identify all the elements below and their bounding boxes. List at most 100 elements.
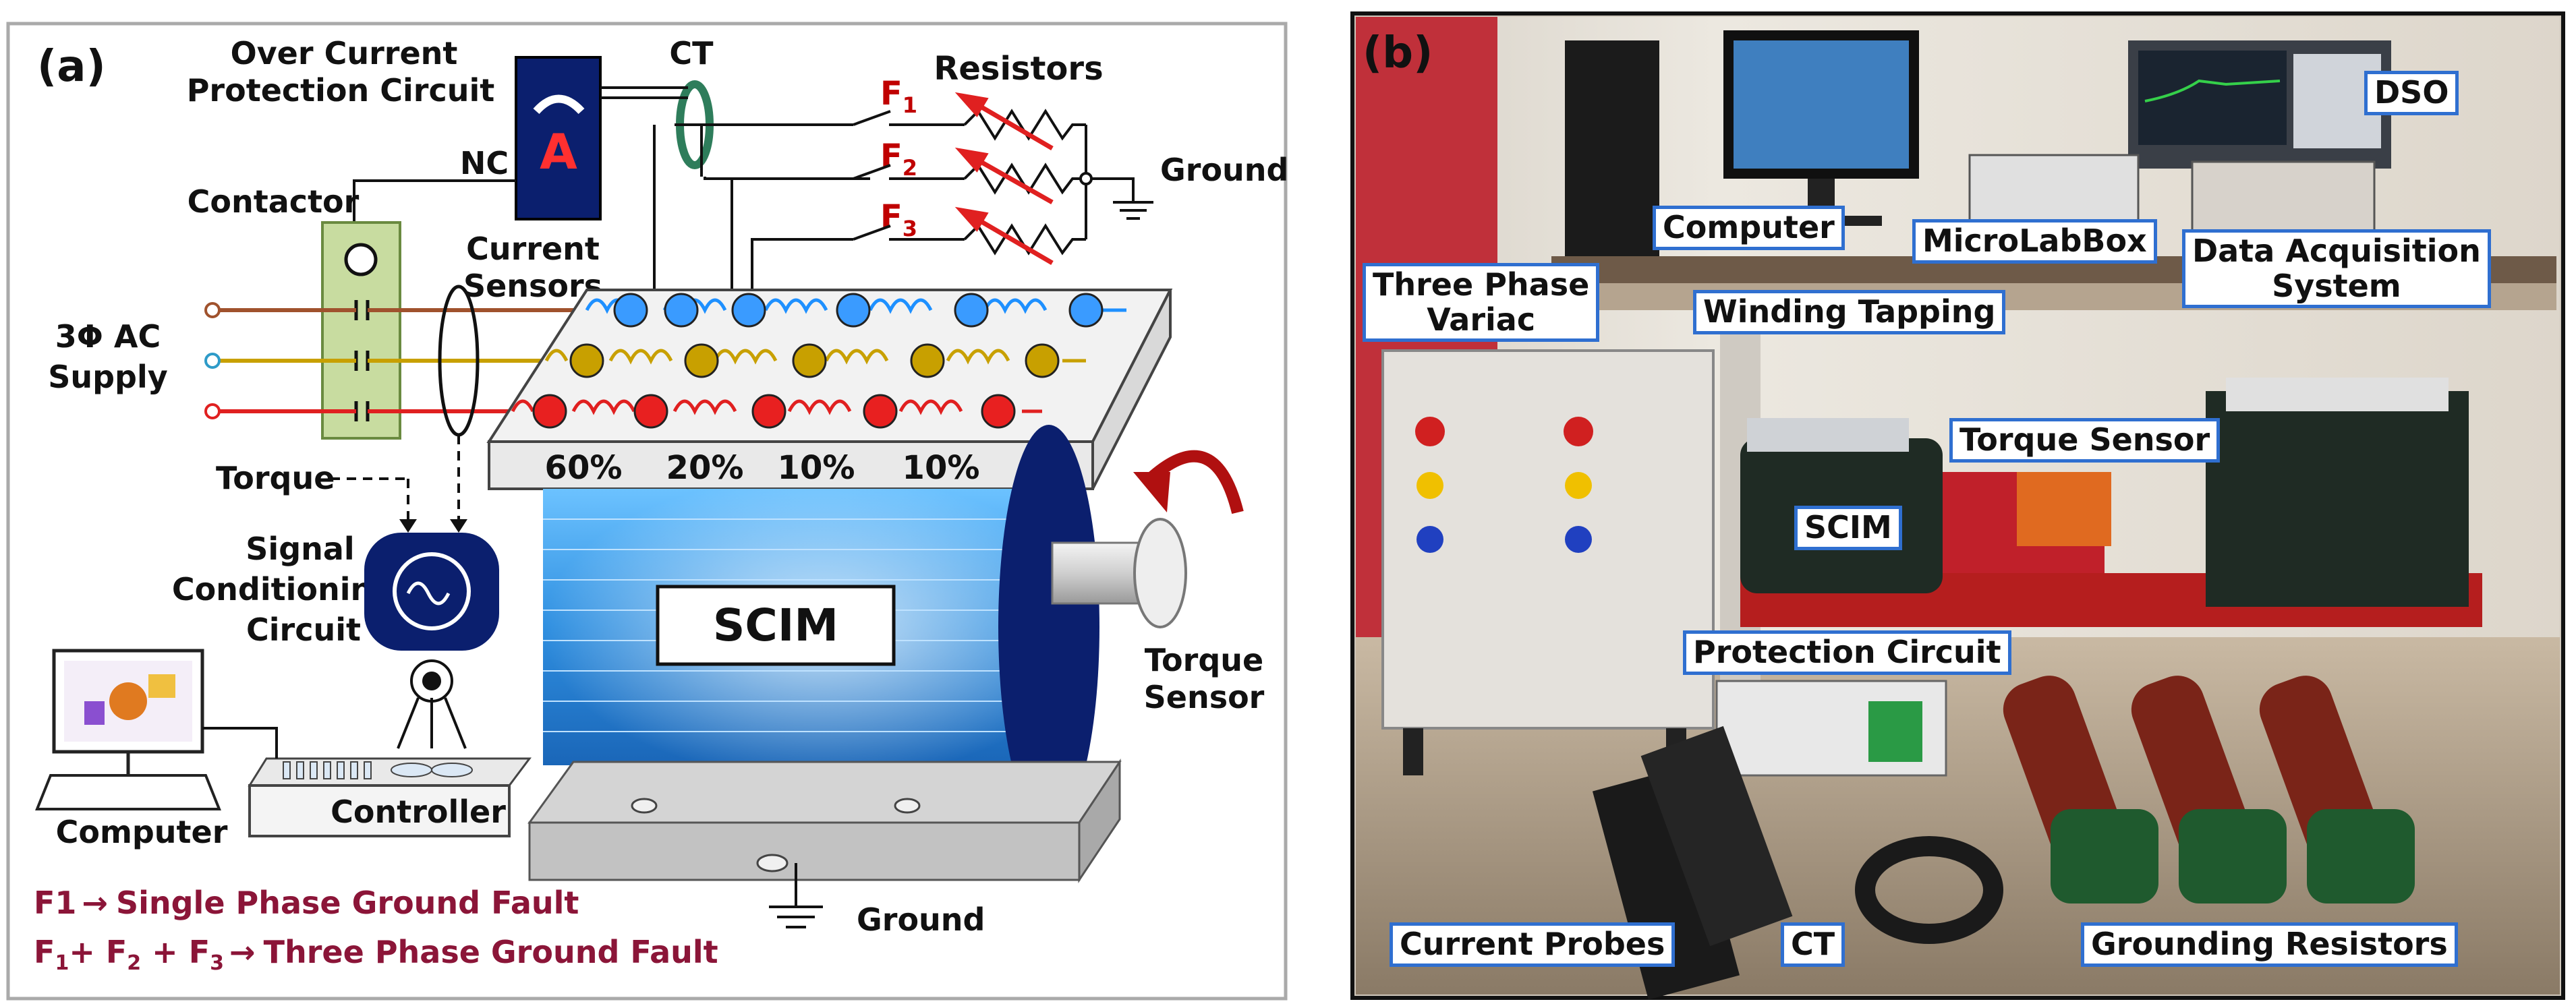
rotation-arrow-icon: [1142, 450, 1244, 514]
computer-graph-icon: [148, 674, 175, 698]
signal-conditioning-box: [364, 533, 499, 651]
svg-text:F2: F2: [880, 138, 917, 181]
variac-terminal-6: [1565, 526, 1592, 553]
svg-text:F3: F3: [880, 198, 917, 241]
winding-taps-red: [532, 394, 1016, 429]
controller-knobs: [283, 761, 473, 779]
terminal-a: [204, 302, 221, 318]
callout-scim: SCIM: [1794, 506, 1902, 550]
tap-20-label: 20%: [666, 449, 744, 487]
base-bolt-1: [631, 798, 658, 814]
svg-text:F1: F1: [880, 75, 917, 118]
ammeter-label: A: [540, 123, 577, 180]
fault-wiring: [653, 109, 1153, 371]
winding-taps-gold: [569, 343, 1060, 378]
computer-cable: [202, 727, 278, 759]
panel-a-tag: (a): [37, 42, 106, 92]
signal-cycle-icon: [393, 552, 471, 630]
overcurrent-label-1: Over Current: [231, 35, 458, 71]
supply-label-2: Supply: [48, 359, 168, 395]
overcurrent-relay-box: [515, 56, 602, 220]
svg-text:F1+ F2 + F3→Three Phase Ground: F1+ F2 + F3→Three Phase Ground Fault: [34, 934, 718, 975]
tap-60-label: 60%: [545, 449, 623, 487]
arrow-head-1: [399, 519, 417, 533]
variac-terminal-5: [1416, 526, 1443, 553]
terminal-c: [204, 403, 221, 419]
current-probe-2: [1640, 725, 1793, 947]
relay-wire-nc: [353, 179, 516, 223]
supply-label-1: 3Φ AC: [55, 318, 161, 355]
callout-variac: Three Phase Variac: [1363, 263, 1600, 343]
current-sensors-label-2: Sensors: [463, 268, 602, 304]
terminal-board-side: [1091, 289, 1172, 490]
signal-connector: [397, 659, 467, 749]
nc-label: NC: [460, 145, 509, 181]
callout-daq: Data Acquisition System: [2182, 229, 2491, 309]
callout-computer: Computer: [1653, 206, 1845, 250]
computer-keyboard: [35, 774, 221, 810]
ground-top-label: Ground: [1160, 152, 1288, 188]
winding-taps-blue: [613, 293, 1104, 328]
callout-dso: DSO: [2364, 71, 2459, 115]
callout-ct: CT: [1781, 922, 1845, 967]
motor-base-side: [1078, 759, 1121, 883]
fault-note-2: F1+ F2 + F3→Three Phase Ground Fault: [34, 934, 718, 975]
callout-winding: Winding Tapping: [1693, 290, 2006, 334]
signal-label-1: Signal: [246, 531, 354, 567]
scim-label-box: [656, 585, 896, 666]
svg-text:F1→Single Phase Ground Fault: F1→Single Phase Ground Fault: [34, 885, 579, 921]
generator-photo: [2206, 391, 2469, 607]
ct-label-a: CT: [669, 35, 714, 71]
motor-shaft: [1051, 541, 1148, 605]
pc-tower: [1565, 40, 1659, 256]
callout-variac-line2: Variac: [1427, 301, 1536, 338]
ct-ring-photo: [1855, 836, 2003, 944]
supply-phase-lines: [212, 308, 587, 413]
contactor-coil: [344, 243, 378, 276]
torque-sensor-label-1: Torque: [1145, 642, 1263, 678]
controller-top: [248, 757, 532, 787]
terminal-b: [204, 353, 221, 369]
signal-label-2: Conditioning: [172, 571, 395, 607]
variac-terminal-1: [1415, 417, 1445, 446]
ground-symbol-bottom: [769, 863, 823, 928]
fault-note-1: F1→Single Phase Ground Fault: [34, 885, 579, 921]
signal-label-3: Circuit: [246, 612, 361, 648]
variac-terminal-3: [1416, 472, 1443, 499]
callout-grounding: Grounding Resistors: [2081, 922, 2458, 967]
callout-torque-sensor: Torque Sensor: [1949, 418, 2221, 463]
torque-sensor-label-2: Sensor: [1144, 679, 1265, 715]
callout-current-probes: Current Probes: [1390, 922, 1676, 967]
torque-label: Torque: [216, 460, 335, 496]
callout-daq-line2: System: [2272, 267, 2401, 304]
resistors-label: Resistors: [934, 50, 1103, 88]
callout-daq-line1: Data Acquisition: [2192, 233, 2481, 269]
overcurrent-label-2: Protection Circuit: [187, 72, 495, 109]
variac-terminal-4: [1565, 472, 1592, 499]
torque-coupling: [1133, 518, 1187, 628]
ground-bottom-label: Ground: [857, 901, 985, 938]
computer-chart-icon: [109, 682, 147, 720]
pc-monitor-screen: [1734, 40, 1909, 169]
panel-b-tag: (b): [1363, 28, 1433, 78]
base-bolt-2: [894, 798, 921, 814]
tap-10a-label: 10%: [778, 449, 855, 487]
current-probe-1: [1592, 767, 1740, 1000]
controller-box: [248, 784, 511, 837]
motor-base-top: [527, 761, 1122, 824]
current-sensors-label-1: Current: [466, 231, 600, 267]
computer-label-a: Computer: [56, 814, 228, 850]
base-bolt-3: [756, 854, 789, 872]
signal-wave-icon: [406, 581, 451, 605]
ground-node-top: [1079, 172, 1093, 185]
grounding-resistors-photo: [2003, 676, 2415, 903]
panel-b: (b): [1350, 11, 2565, 1000]
torque-dashed-lines: [331, 435, 460, 519]
fault-switch-f3: F3: [880, 198, 917, 241]
scim-label: SCIM: [713, 599, 838, 651]
panel-a: (a) Over Current Protection Circuit A CT…: [6, 22, 1288, 1001]
tap-10b-label: 10%: [903, 449, 980, 487]
motor-end-cap: [998, 425, 1099, 829]
fault-switch-f2: F2: [880, 138, 917, 181]
